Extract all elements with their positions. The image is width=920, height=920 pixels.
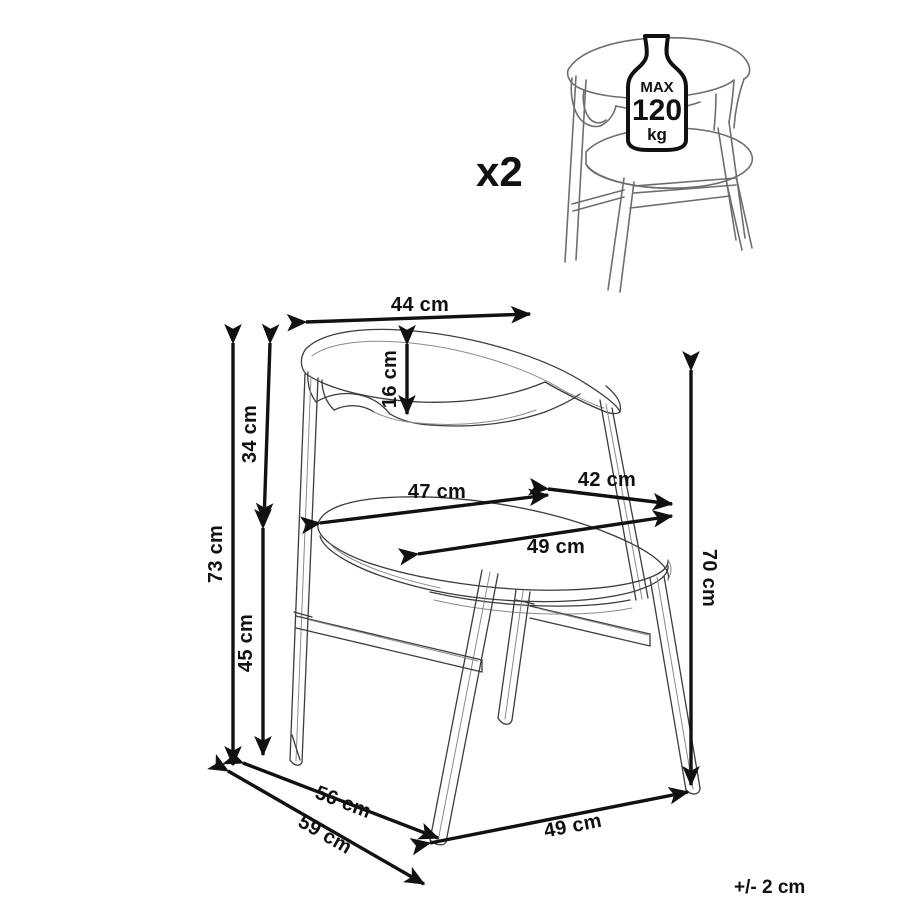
dimension-label-70: 70 cm [698, 549, 720, 607]
dimension-seat-height: 45 cm [235, 508, 272, 757]
quantity-label: x2 [476, 148, 523, 195]
dimension-backrest-top-height: 34 cm [239, 323, 280, 524]
dimension-seat-width: 47 cm [300, 481, 550, 535]
dimension-label-16: 16 cm [379, 350, 401, 408]
badge-value: 120 [632, 94, 682, 127]
dimension-seat-depth: 42 cm [528, 469, 674, 511]
dimension-backrest-height: 16 cm [379, 324, 416, 416]
dimension-label-44: 44 cm [391, 294, 449, 316]
dimension-backrest-width: 44 cm [286, 294, 532, 332]
dimension-label-47: 47 cm [408, 481, 466, 503]
dimension-label-42: 42 cm [578, 469, 636, 491]
dimension-label-45: 45 cm [235, 614, 257, 672]
mini-chair-illustration [564, 36, 753, 293]
dimension-label-49-seat: 49 cm [527, 536, 585, 558]
max-load-badge: MAX 120 kg [626, 34, 688, 152]
dimension-overall-height-right: 70 cm [682, 350, 720, 787]
dimension-total-height: 73 cm [205, 323, 242, 767]
dimension-label-34: 34 cm [239, 405, 261, 463]
tolerance-label: +/- 2 cm [734, 877, 805, 898]
badge-unit: kg [647, 125, 667, 144]
badge-max-label: MAX [640, 79, 673, 96]
dimension-seat-front-width: 49 cm [397, 510, 674, 566]
dimension-label-73: 73 cm [205, 525, 227, 583]
main-chair-illustration [289, 328, 701, 846]
